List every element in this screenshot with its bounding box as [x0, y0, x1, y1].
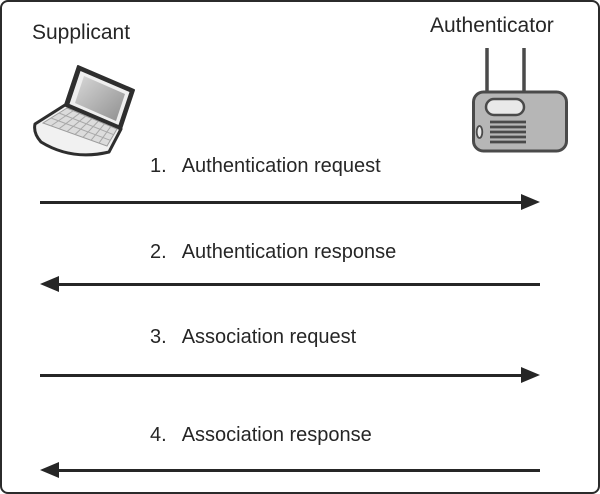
arrow-left — [40, 462, 540, 478]
supplicant-label: Supplicant — [32, 21, 131, 44]
arrow-left — [40, 276, 540, 292]
arrow-shaft — [40, 373, 524, 377]
message-number: 4. — [150, 424, 167, 446]
message-label-1: 1. Authentication request — [150, 153, 381, 179]
message-text: Authentication response — [181, 241, 397, 263]
arrowhead-right-icon — [521, 194, 540, 210]
message-number: 3. — [150, 326, 167, 348]
arrow-right — [40, 367, 540, 383]
message-label-2: 2. Authentication response — [150, 239, 396, 265]
access-point-icon — [470, 42, 570, 154]
message-label-4: 4. Association response — [150, 422, 372, 448]
arrow-shaft — [56, 282, 540, 286]
message-label-3: 3. Association request — [150, 324, 356, 350]
arrow-right — [40, 194, 540, 210]
arrow-shaft — [56, 468, 540, 472]
arrowhead-left-icon — [40, 276, 59, 292]
message-number: 1. — [150, 155, 167, 177]
message-number: 2. — [150, 241, 167, 263]
arrowhead-right-icon — [521, 367, 540, 383]
arrow-shaft — [40, 200, 524, 204]
laptop-icon — [28, 62, 146, 158]
message-text: Association request — [181, 326, 357, 348]
message-text: Authentication request — [181, 155, 381, 177]
authenticator-label: Authenticator — [430, 14, 554, 37]
message-text: Association response — [181, 424, 372, 446]
arrowhead-left-icon — [40, 462, 59, 478]
